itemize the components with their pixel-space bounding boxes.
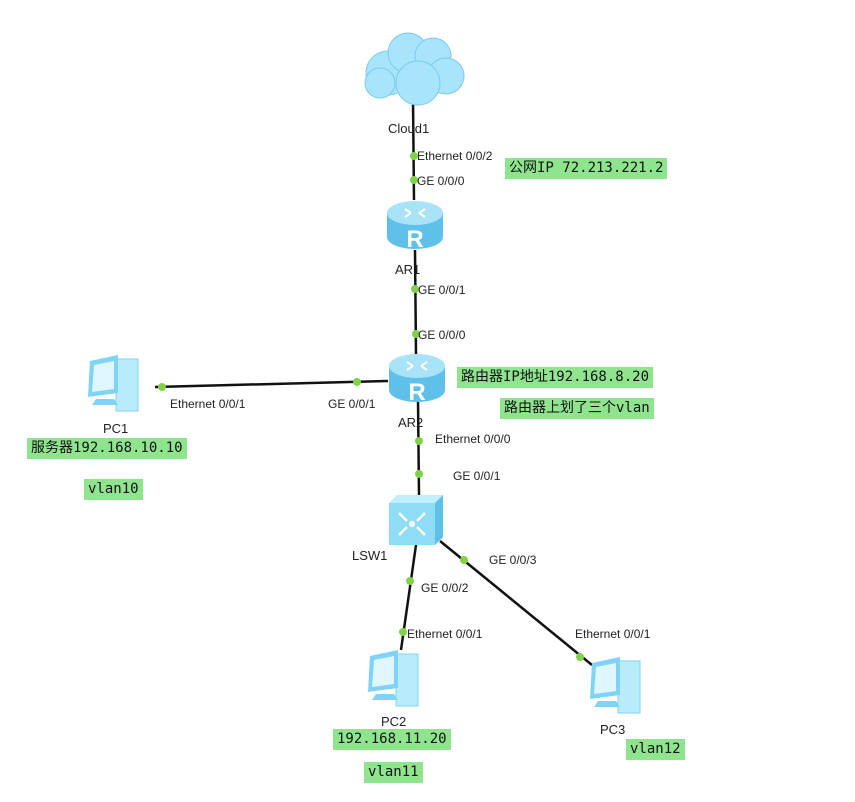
note-pc2-ip: 192.168.11.20 [333, 729, 451, 750]
note-router-vlan: 路由器上划了三个vlan [500, 398, 654, 419]
device-label-lsw1: LSW1 [352, 548, 388, 563]
pc-icon-pc2[interactable] [363, 648, 425, 710]
svg-text:R: R [406, 226, 423, 253]
port-label: GE 0/0/0 [417, 174, 465, 188]
port-label: GE 0/0/1 [418, 283, 466, 297]
port-label: Ethernet 0/0/0 [435, 432, 511, 446]
note-public-ip: 公网IP 72.213.221.2 [505, 158, 668, 179]
port-label: Ethernet 0/0/1 [170, 397, 246, 411]
port-label: GE 0/0/1 [453, 469, 501, 483]
note-vlan12: vlan12 [626, 739, 685, 760]
pc-icon-pc3[interactable] [585, 655, 647, 717]
link-cloud1-ar1 [411, 99, 416, 201]
port-dot [415, 470, 423, 478]
device-label-ar1: AR1 [395, 262, 421, 277]
port-label: GE 0/0/1 [328, 397, 376, 411]
port-dot [460, 556, 468, 564]
port-dot [412, 330, 420, 338]
switch-icon-lsw1[interactable] [387, 493, 445, 547]
port-dot [399, 628, 407, 636]
link-ar2-lsw1 [416, 399, 421, 496]
note-vlan10: vlan10 [84, 479, 143, 500]
port-dot [410, 152, 418, 160]
port-label: Ethernet 0/0/1 [575, 627, 651, 641]
port-label: GE 0/0/3 [489, 553, 537, 567]
device-label-pc2: PC2 [381, 714, 407, 729]
note-server-ip: 服务器192.168.10.10 [27, 438, 187, 459]
router-icon-ar1[interactable]: R [385, 197, 445, 253]
port-dot [353, 378, 361, 386]
port-label: Ethernet 0/0/2 [417, 149, 493, 163]
port-dot [411, 285, 419, 293]
cloud-icon[interactable] [358, 28, 468, 108]
port-label: GE 0/0/2 [421, 581, 469, 595]
port-dot [576, 653, 584, 661]
note-vlan11: vlan11 [364, 762, 423, 783]
port-dot [406, 577, 414, 585]
port-dot [415, 437, 423, 445]
device-label-ar2: AR2 [398, 415, 424, 430]
svg-text:R: R [408, 379, 425, 406]
router-icon-ar2[interactable]: R [387, 350, 447, 406]
device-label-cloud1: Cloud1 [388, 121, 430, 136]
note-router-ip: 路由器IP地址192.168.8.20 [457, 367, 654, 388]
port-dot [158, 383, 166, 391]
device-label-pc1: PC1 [103, 421, 129, 436]
port-label: GE 0/0/0 [418, 328, 466, 342]
port-label: Ethernet 0/0/1 [407, 627, 483, 641]
pc-icon-pc1[interactable] [84, 353, 144, 415]
port-dot [410, 176, 418, 184]
device-label-pc3: PC3 [600, 722, 626, 737]
link-ar2-pc1 [154, 379, 389, 389]
